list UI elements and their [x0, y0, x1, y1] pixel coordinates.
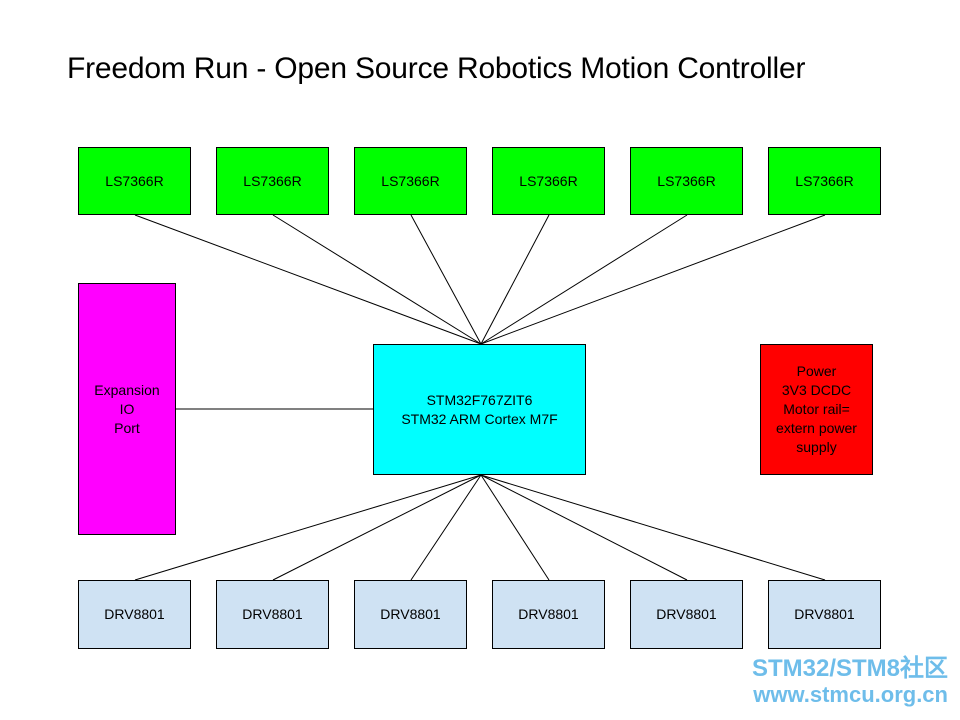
link-driver-2: [272, 474, 482, 581]
encoder-box-3: LS7366R: [354, 147, 467, 215]
link-driver-4: [480, 474, 550, 581]
link-driver-3: [410, 474, 482, 581]
watermark-line-2: www.stmcu.org.cn: [753, 682, 948, 707]
encoder-box-2: LS7366R: [216, 147, 329, 215]
driver-box-1: DRV8801: [78, 580, 191, 649]
driver-box-6: DRV8801: [768, 580, 881, 649]
link-encoder-2: [272, 214, 482, 345]
link-driver-1: [134, 474, 482, 581]
link-encoder-1: [134, 214, 482, 345]
link-driver-6: [480, 474, 826, 581]
diagram-title: Freedom Run - Open Source Robotics Motio…: [67, 52, 806, 85]
encoder-box-4: LS7366R: [492, 147, 605, 215]
expansion-io-port-box: Expansion IO Port: [78, 283, 176, 535]
driver-box-5: DRV8801: [630, 580, 743, 649]
link-encoder-4: [480, 214, 550, 345]
encoder-box-1: LS7366R: [78, 147, 191, 215]
link-driver-5: [480, 474, 688, 581]
power-box: Power 3V3 DCDC Motor rail= extern power …: [760, 344, 873, 475]
driver-box-2: DRV8801: [216, 580, 329, 649]
mcu-box: STM32F767ZIT6 STM32 ARM Cortex M7F: [373, 344, 586, 475]
link-encoder-5: [480, 214, 688, 345]
link-encoder-3: [410, 214, 482, 345]
site-watermark: STM32/STM8社区 www.stmcu.org.cn: [752, 656, 948, 708]
encoder-box-5: LS7366R: [630, 147, 743, 215]
link-encoder-6: [480, 214, 826, 345]
watermark-line-1: STM32/STM8社区: [751, 655, 948, 682]
driver-box-3: DRV8801: [354, 580, 467, 649]
encoder-box-6: LS7366R: [768, 147, 881, 215]
driver-box-4: DRV8801: [492, 580, 605, 649]
